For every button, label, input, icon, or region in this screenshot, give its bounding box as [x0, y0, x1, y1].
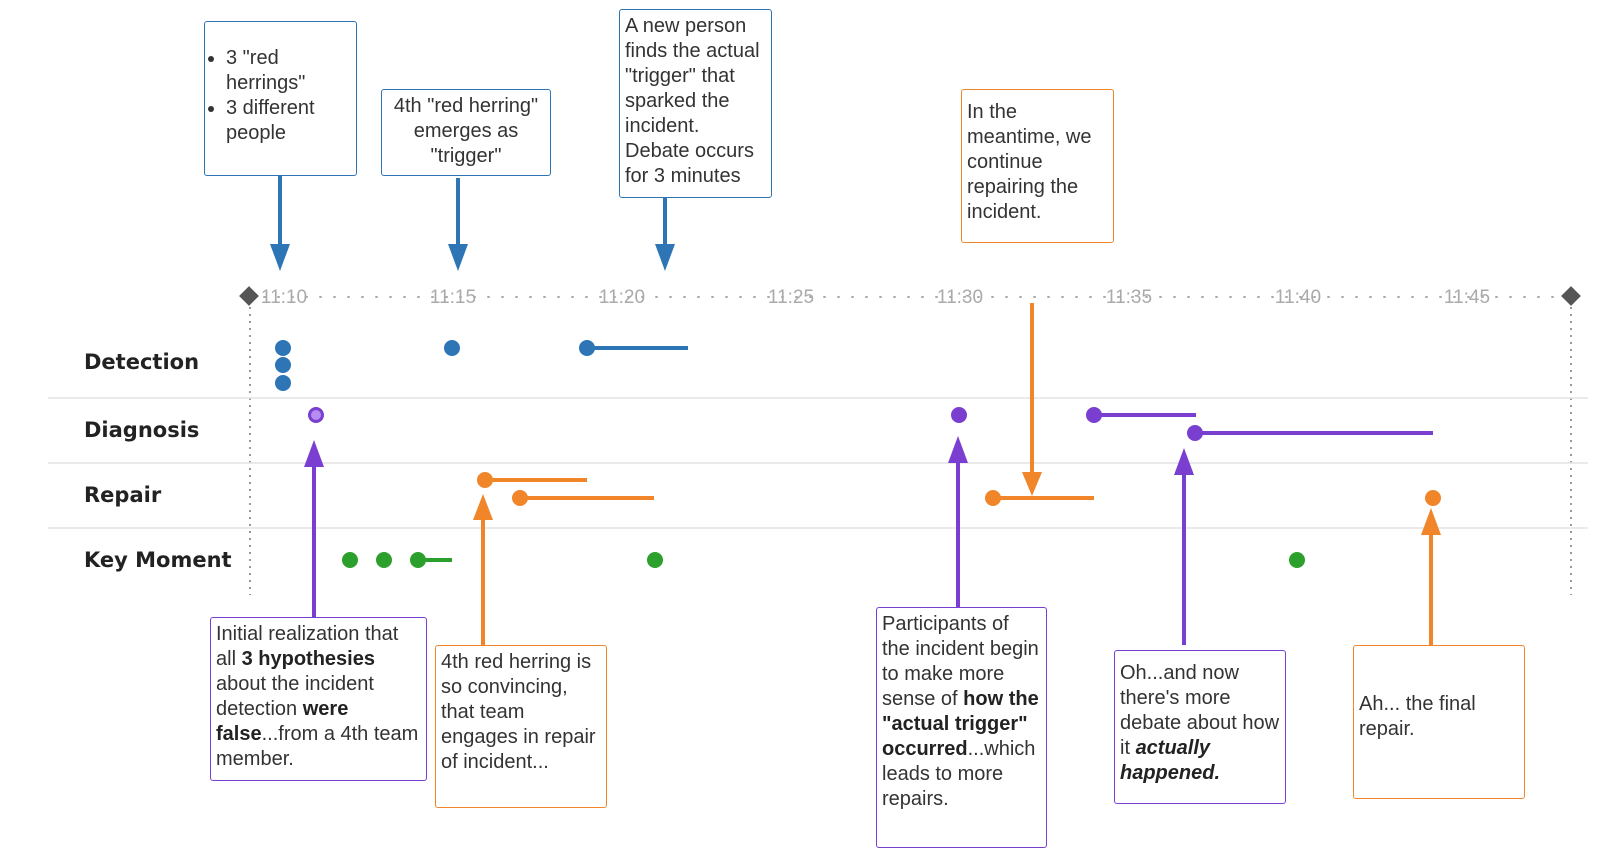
key-moment-event: [647, 552, 663, 568]
callout-text: ...from a 4th team member.: [216, 723, 419, 770]
diagnosis-event: [308, 407, 324, 423]
arrowhead: [304, 440, 324, 467]
lane-label-key-moment: Key Moment: [84, 548, 232, 572]
key-moment-event: [376, 552, 392, 568]
callout-text: A new person finds the actual "trigger" …: [625, 15, 760, 187]
arrowhead: [1174, 448, 1194, 475]
callout-text: Initial realization that all: [216, 623, 399, 670]
repair-event: [1425, 490, 1441, 506]
tick-label: 11:25: [768, 287, 814, 308]
callout-text: ...which leads to more repairs.: [882, 738, 1036, 810]
callout-sense-making: Participants of the incident begin to ma…: [876, 607, 1047, 848]
callout-bold: were false: [216, 698, 349, 745]
arrowhead: [448, 244, 468, 271]
callout-text: about the incident detection: [216, 673, 374, 720]
callout-text: Oh...and now there's more debate about h…: [1120, 662, 1280, 759]
callout-text: In the meantime, we continue repairing t…: [967, 101, 1092, 223]
end-diamond: [1561, 286, 1581, 306]
callout-bold: how the "actual trigger" occurred: [882, 688, 1039, 760]
arrowhead: [655, 244, 675, 271]
callout-bold: actually happened.: [1120, 737, 1221, 784]
start-diamond: [239, 286, 259, 306]
arrowhead: [1421, 508, 1441, 535]
callout-text: 4th "red herring" emerges as "trigger": [393, 95, 539, 167]
callout-text: 4th red herring is so convincing, that t…: [441, 651, 596, 773]
tick-label: 11:30: [937, 287, 983, 308]
callout-red-herrings: 3 "red herrings" 3 different people: [204, 21, 357, 176]
arrowhead: [948, 436, 968, 463]
detection-event: [275, 340, 291, 356]
callout-initial-realization: Initial realization that all 3 hypothesi…: [210, 617, 427, 781]
callout-bold: 3 hypothesies: [241, 648, 375, 670]
callout-convincing-red-herring: 4th red herring is so convincing, that t…: [435, 645, 607, 808]
key-moment-event: [1289, 552, 1305, 568]
lane-label-repair: Repair: [84, 483, 162, 507]
arrowhead: [473, 494, 493, 520]
tick-label: 11:15: [430, 287, 476, 308]
tick-label: 11:45: [1444, 287, 1490, 308]
detection-event: [275, 357, 291, 373]
arrowhead: [270, 244, 290, 271]
tick-label: 11:10: [261, 287, 307, 308]
detection-event: [275, 375, 291, 391]
callout-more-debate: Oh...and now there's more debate about h…: [1114, 650, 1286, 804]
diagnosis-event: [951, 407, 967, 423]
detection-event: [444, 340, 460, 356]
arrowhead: [1022, 472, 1042, 496]
tick-label: 11:20: [599, 287, 645, 308]
callout-text: Ah... the final repair.: [1359, 693, 1476, 740]
callout-meantime-repair: In the meantime, we continue repairing t…: [961, 89, 1114, 243]
tick-label: 11:40: [1275, 287, 1321, 308]
callout-final-repair: Ah... the final repair.: [1353, 645, 1525, 799]
key-moment-event: [342, 552, 358, 568]
lane-label-detection: Detection: [84, 350, 200, 374]
tick-label: 11:35: [1106, 287, 1152, 308]
callout-fourth-red-herring: 4th "red herring" emerges as "trigger": [381, 89, 551, 176]
callout-bullet: 3 "red herrings": [226, 46, 351, 96]
callout-actual-trigger: A new person finds the actual "trigger" …: [619, 9, 772, 198]
callout-bullet: 3 different people: [226, 96, 351, 146]
callout-text: Participants of the incident begin to ma…: [882, 613, 1039, 710]
lane-label-diagnosis: Diagnosis: [84, 418, 200, 442]
